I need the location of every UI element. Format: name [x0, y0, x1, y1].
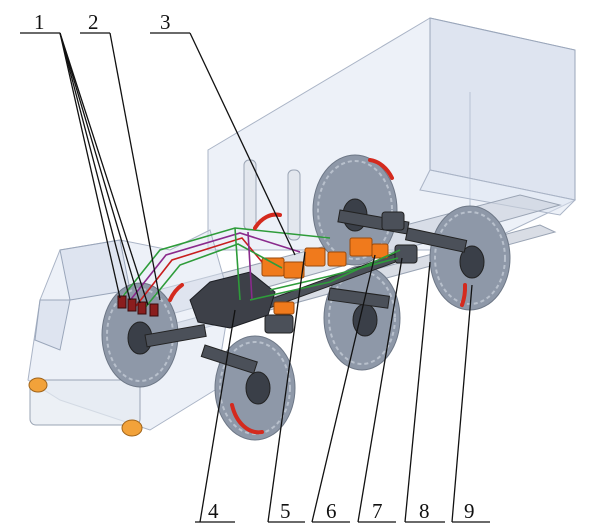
leader-lines: [20, 32, 490, 523]
front-right-wheel: [214, 335, 296, 441]
valve-blocks: [117, 295, 159, 317]
label-6: 6: [326, 499, 337, 523]
label-2: 2: [88, 10, 99, 34]
exhaust-pipes: [243, 159, 301, 241]
rotation-arrows: [168, 158, 468, 435]
engine-block: [189, 271, 276, 329]
control-units: [261, 237, 389, 315]
label-1: 1: [34, 10, 45, 34]
headlight-left: [28, 377, 48, 393]
label-4: 4: [208, 499, 219, 523]
rear-left-wheel: [429, 205, 511, 311]
label-3: 3: [160, 10, 171, 34]
headlights: [28, 377, 143, 437]
label-7: 7: [372, 499, 383, 523]
label-8: 8: [419, 499, 430, 523]
headlight-right: [121, 419, 143, 437]
label-5: 5: [280, 499, 291, 523]
wire-harness: [119, 227, 401, 310]
label-9: 9: [464, 499, 475, 523]
